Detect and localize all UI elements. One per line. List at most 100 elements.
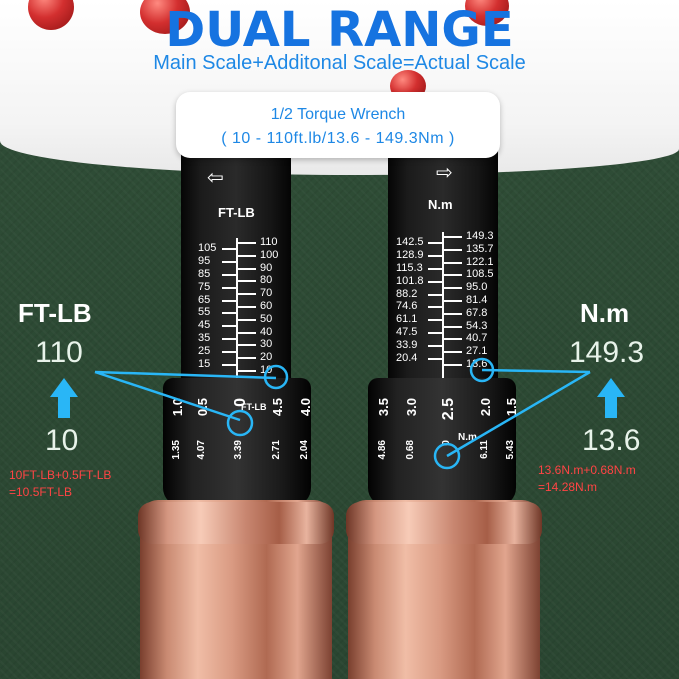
scale-label-right: 60 <box>260 300 273 312</box>
spec-line-2: ( 10 - 110ft.lb/13.6 - 149.3Nm ) <box>221 130 455 147</box>
left-unit-label: FT-LB <box>218 205 255 220</box>
right-callout-min: 13.6 <box>582 424 641 457</box>
headline-title: DUAL RANGE <box>165 2 514 58</box>
scale-tick <box>222 350 238 353</box>
left-callout-min: 10 <box>45 424 79 457</box>
right-calc-line-2: =14.28N.m <box>538 480 598 494</box>
scale-tick <box>238 331 256 334</box>
scale-label-left: 142.5 <box>396 236 424 249</box>
scale-tick <box>444 287 462 290</box>
left-pointer-line-top <box>94 370 277 380</box>
scale-tick <box>238 293 256 296</box>
scale-label-right: 108.5 <box>466 268 494 281</box>
scale-tick <box>428 306 444 309</box>
left-callout-max: 110 <box>35 336 83 369</box>
scale-label-left: 128.9 <box>396 249 424 262</box>
scale-label-left: 15 <box>198 357 211 370</box>
scale-tick <box>222 286 238 289</box>
left-callout-unit: FT-LB <box>18 298 92 328</box>
scale-label-left: 75 <box>198 280 211 293</box>
left-scale-axis <box>236 238 238 378</box>
headline-subtitle: Main Scale+Additonal Scale=Actual Scale <box>153 52 526 74</box>
scale-label-left: 101.8 <box>396 274 424 287</box>
scale-label-right: 90 <box>260 261 273 274</box>
scale-tick <box>238 280 256 283</box>
scale-label-left: 115.3 <box>396 262 423 274</box>
scale-tick <box>222 363 238 366</box>
scale-tick <box>222 299 238 302</box>
scale-tick <box>444 364 462 366</box>
right-callout-unit: N.m <box>580 298 630 328</box>
scale-label-right: 100 <box>260 248 279 261</box>
right-pointer-line-top <box>481 368 591 374</box>
scale-label-left: 45 <box>198 319 211 332</box>
left-calc-note: 10FT-LB+0.5FT-LB =10.5FT-LB <box>9 467 111 501</box>
spec-line-1: 1/2 Torque Wrench <box>270 106 406 123</box>
scale-label-right: 80 <box>260 274 273 287</box>
scale-tick <box>444 338 462 341</box>
left-sleeve-unit: FT-LB <box>241 402 267 412</box>
right-calc-line-1: 13.6N.m+0.68N.m <box>538 463 636 477</box>
right-arrow-icon: ⇨︎ <box>436 162 453 184</box>
left-calc-line-1: 10FT-LB+0.5FT-LB <box>9 468 112 482</box>
scale-tick <box>222 274 238 276</box>
scale-tick <box>444 300 462 302</box>
scale-label-right: 95.0 <box>466 281 488 294</box>
scale-label-left: 20.4 <box>396 351 418 364</box>
scale-tick <box>428 319 444 322</box>
scale-label-right: 67.8 <box>466 306 488 319</box>
scale-tick <box>428 280 444 283</box>
scale-label-right: 40.7 <box>466 332 488 345</box>
scale-label-left: 65 <box>198 293 211 306</box>
scale-label-right: 122.1 <box>466 255 494 268</box>
right-scale-axis <box>442 232 444 378</box>
scale-label-left: 61.1 <box>396 313 418 326</box>
scale-label-left: 35 <box>198 332 211 344</box>
scale-tick <box>444 325 462 328</box>
scale-tick <box>238 318 256 321</box>
scale-label-right: 135.7 <box>466 242 494 255</box>
left-sleeve-circle <box>226 409 254 437</box>
scale-tick <box>238 344 256 347</box>
scale-tick <box>428 344 444 347</box>
scale-tick <box>222 312 238 315</box>
scale-tick <box>238 254 256 257</box>
scale-label-right: 27.1 <box>466 345 488 358</box>
scale-tick <box>238 242 256 244</box>
scale-tick <box>428 293 444 296</box>
scale-label-left: 25 <box>198 344 211 357</box>
scale-label-left: 47.5 <box>396 326 418 338</box>
left-arrow-icon: ⇦︎ <box>207 167 224 189</box>
scale-tick <box>444 261 462 264</box>
right-unit-label: N.m <box>428 197 453 212</box>
scale-tick <box>444 351 462 354</box>
scale-label-left: 105 <box>198 242 217 255</box>
scale-tick <box>238 357 256 360</box>
scale-tick <box>222 261 238 264</box>
right-pointer-line-bottom <box>446 370 591 458</box>
scale-label-left: 74.6 <box>396 300 418 313</box>
scale-label-left: 88.2 <box>396 287 418 300</box>
right-main-scale-circle <box>469 357 495 383</box>
scale-label-right: 81.4 <box>466 294 488 306</box>
scale-tick <box>222 338 238 340</box>
scale-tick <box>444 248 462 251</box>
scale-label-left: 33.9 <box>396 338 418 351</box>
scale-label-left: 55 <box>198 306 211 319</box>
right-callout-max: 149.3 <box>569 336 645 369</box>
scale-tick <box>444 274 462 277</box>
scale-tick <box>428 242 444 245</box>
scale-tick <box>428 357 444 360</box>
left-pointer-line-bottom <box>94 370 241 422</box>
scale-label-right: 50 <box>260 312 273 325</box>
scale-label-right: 30 <box>260 338 273 351</box>
scale-tick <box>238 306 256 308</box>
scale-label-left: 95 <box>198 255 211 268</box>
right-sleeve <box>368 378 516 506</box>
scale-tick <box>238 370 256 372</box>
scale-label-right: 149.3 <box>466 230 494 242</box>
scale-label-left: 85 <box>198 268 211 280</box>
